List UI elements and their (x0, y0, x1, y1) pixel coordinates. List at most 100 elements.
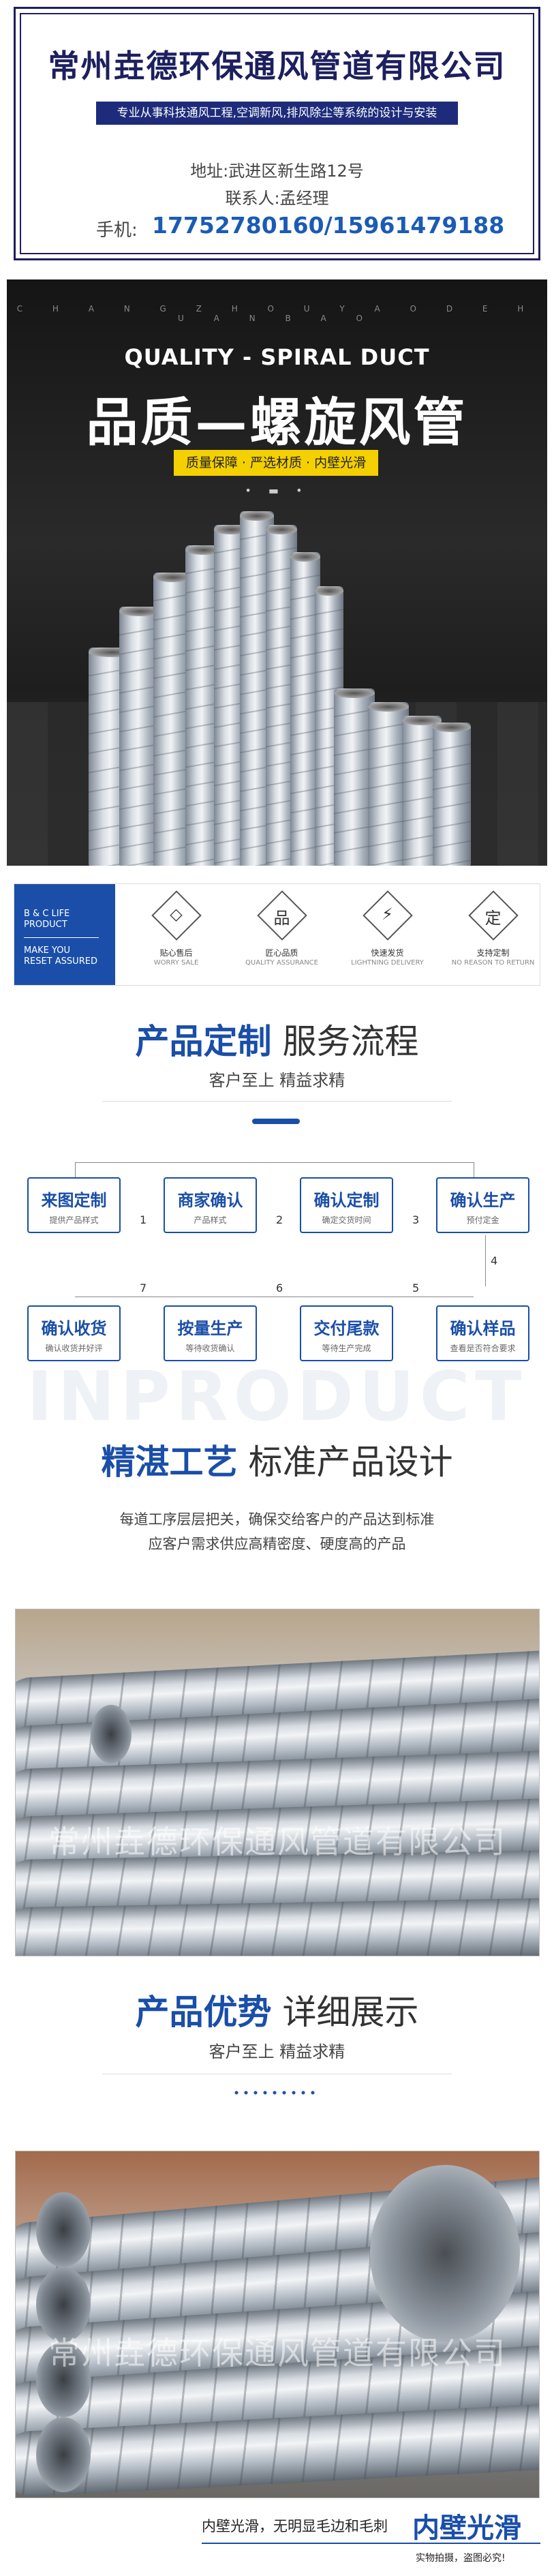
flow-step-title: 确认定制 (313, 1191, 380, 1210)
flow-step-1: 来图定制 提供产品样式 (27, 1177, 121, 1233)
features-intro-line1: B & C LIFE PRODUCT (24, 909, 70, 930)
feature-title: 匠心品质 (265, 948, 298, 958)
craft-heading-dark: 标准产品设计 (237, 1442, 453, 1482)
duct-tube (16, 1897, 539, 1956)
section-accent-bar (252, 1119, 300, 1124)
flow-number: 1 (140, 1213, 147, 1226)
header-inner-frame: 常州垚德环保通风管道有限公司 专业从事科技通风工程,空调新风,排风除尘等系统的设… (20, 13, 534, 254)
flow-step-sub: 产品样式 (194, 1215, 227, 1225)
features-intro: B & C LIFE PRODUCT MAKE YOU RESET ASSURE… (14, 884, 115, 985)
feature-delivery: ⚡ 快速发货 LIGHTNING DELIVERY (345, 884, 430, 985)
duct-opening-large (370, 2165, 520, 2342)
phone-label: 手机: (96, 220, 138, 241)
duct-opening (91, 1705, 132, 1763)
lightning-icon: ⚡ (382, 905, 393, 924)
feature-subtitle: WORRY SALE (153, 959, 199, 967)
feature-title: 快速发货 (371, 948, 404, 958)
features-intro-divider (24, 937, 99, 938)
flow-number: 3 (412, 1213, 420, 1226)
hero-subtitle: QUALITY - SPIRAL DUCT (124, 344, 430, 370)
flow-step-2: 商家确认 产品样式 (164, 1177, 257, 1233)
contact-person: 联系人:孟经理 (225, 189, 329, 208)
flow-step-sub: 等待收货确认 (185, 1344, 235, 1353)
photo-watermark: 常州垚德环保通风管道有限公司 (48, 2335, 506, 2372)
flow-step-title: 交付尾款 (313, 1319, 380, 1338)
advantage-heading: 产品优势 详细展示 (0, 1985, 554, 2034)
flow-number: 5 (412, 1282, 420, 1294)
flow-step-title: 确认生产 (450, 1191, 516, 1210)
service-heading: 产品定制 服务流程 (0, 1014, 554, 1063)
service-heading-dark: 服务流程 (271, 1022, 419, 1061)
flow-step-7: 按量生产 等待收货确认 (164, 1305, 257, 1361)
flow-step-title: 确认样品 (450, 1319, 516, 1338)
flow-step-title: 商家确认 (177, 1191, 243, 1210)
flow-number: 2 (276, 1213, 283, 1226)
service-subtitle: 客户至上 精益求精 (209, 1071, 345, 1090)
flow-connector (75, 1162, 76, 1177)
duct-opening (36, 2417, 91, 2492)
flow-step-sub: 等待生产完成 (322, 1344, 371, 1353)
advantage-subtitle: 客户至上 精益求精 (209, 2042, 345, 2061)
feature-subtitle: LIGHTNING DELIVERY (351, 959, 424, 967)
flow-connector (75, 1162, 474, 1163)
flow-step-title: 确认收货 (41, 1319, 107, 1338)
flow-step-sub: 查看是否符合要求 (450, 1344, 516, 1353)
feature-custom: 定 支持定制 NO REASON TO RETURN (450, 884, 536, 985)
duct-opening (36, 2192, 91, 2267)
hero-letters: C H A N G Z H O U Y A O D E H U A N B A … (16, 304, 538, 323)
craft-description-line2: 应客户需求供应高精密度、硬度高的产品 (148, 1536, 406, 1552)
hero-title: 品质—螺旋风管 (86, 392, 468, 453)
hero-badge: 质量保障 · 严选材质 · 内壁光滑 (174, 450, 378, 476)
features-row: B & C LIFE PRODUCT MAKE YOU RESET ASSURE… (14, 883, 540, 986)
product-photo-2: 常州垚德环保通风管道有限公司 (15, 2151, 540, 2498)
flow-number: 7 (140, 1282, 147, 1294)
feature-subtitle: NO REASON TO RETURN (451, 959, 535, 967)
craft-description-line1: 每道工序层层把关，确保交给客户的产品达到标准 (119, 1511, 435, 1528)
flow-step-6: 交付尾款 等待生产完成 (300, 1305, 393, 1361)
flow-step-sub: 确认收货并好评 (45, 1344, 103, 1353)
quality-icon: 品 (273, 909, 290, 928)
company-header: 常州垚德环保通风管道有限公司 专业从事科技通风工程,空调新风,排风除尘等系统的设… (14, 7, 540, 260)
photo-watermark: 常州垚德环保通风管道有限公司 (48, 1823, 506, 1860)
advantage-heading-blue: 产品优势 (135, 1992, 272, 2032)
flow-step-sub: 预付定金 (466, 1215, 499, 1225)
flow-step-sub: 提供产品样式 (49, 1215, 99, 1225)
advantage-heading-dark: 详细展示 (271, 1992, 419, 2032)
flow-step-8: 确认收货 确认收货并好评 (27, 1305, 121, 1361)
phone-number[interactable]: 17752780160/15961479188 (152, 212, 505, 239)
section-divider (102, 1101, 452, 1102)
flow-step-title: 来图定制 (41, 1191, 107, 1210)
flow-number: 4 (491, 1254, 498, 1267)
flow-number: 6 (276, 1282, 283, 1294)
service-heading-blue: 产品定制 (135, 1022, 272, 1061)
company-name: 常州垚德环保通风管道有限公司 (48, 48, 506, 85)
feature-title: 贴心售后 (159, 948, 193, 958)
feature-quality: 品 匠心品质 QUALITY ASSURANCE (239, 884, 324, 985)
slogan-bar: 专业从事科技通风工程,空调新风,排风除尘等系统的设计与安装 (96, 102, 458, 125)
photo-disclaimer: 实物拍摄，盗图必究! (416, 2553, 506, 2564)
caption-underline (202, 2543, 540, 2544)
caption-title: 内壁光滑 (412, 2513, 521, 2544)
duct-opening (36, 2342, 91, 2417)
diamond-icon: ◇ (170, 905, 183, 924)
product-photo-1: 常州垚德环保通风管道有限公司 (15, 1609, 540, 1956)
flow-step-sub: 确定交货时间 (322, 1215, 371, 1225)
flow-connector (485, 1235, 486, 1286)
feature-title: 支持定制 (476, 948, 510, 958)
flow-step-3: 确认定制 确定交货时间 (300, 1177, 393, 1233)
section-accent-dots (232, 2090, 320, 2095)
craft-heading: 精湛工艺 标准产品设计 (0, 1435, 554, 1484)
feature-after-sale: ◇ 贴心售后 WORRY SALE (134, 884, 219, 985)
custom-icon: 定 (484, 909, 502, 928)
flow-step-5: 确认样品 查看是否符合要求 (436, 1305, 529, 1361)
hero-carousel-dots[interactable]: • ▬ • (245, 484, 309, 497)
caption-description: 内壁光滑，无明显毛边和毛刺 (202, 2518, 388, 2534)
flow-step-title: 按量生产 (177, 1319, 243, 1338)
duct-opening (36, 2267, 91, 2342)
flow-step-4: 确认生产 预付定金 (436, 1177, 529, 1233)
spiral-duct-image (433, 723, 471, 866)
hero-banner: C H A N G Z H O U Y A O D E H U A N B A … (7, 279, 547, 866)
features-intro-line2: MAKE YOU RESET ASSURED (24, 945, 97, 967)
craft-heading-blue: 精湛工艺 (101, 1442, 238, 1482)
background-watermark: INPRODUCT (27, 1357, 527, 1436)
